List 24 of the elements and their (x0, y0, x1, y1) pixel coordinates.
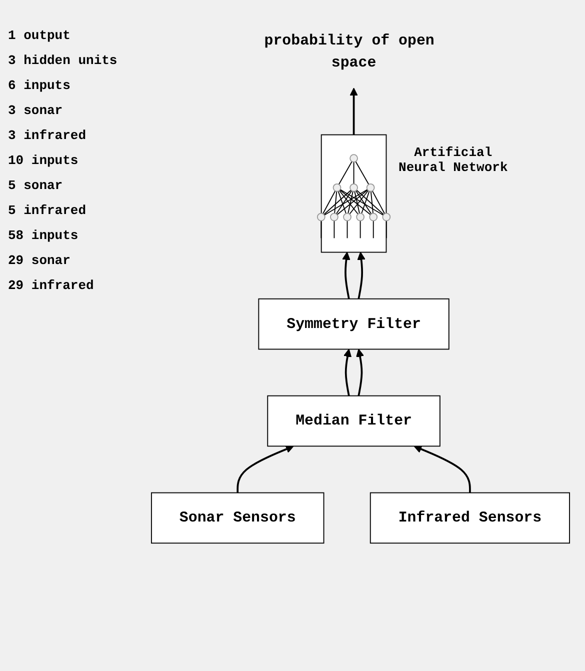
node-box: Infrared Sensors (370, 492, 570, 544)
level-label: 3 hidden units (8, 53, 118, 68)
node-box: Median Filter (267, 395, 440, 447)
level-label: 10 inputs (8, 153, 80, 168)
level-label: 58 inputs (8, 228, 80, 243)
node-text: probability of open space (264, 32, 434, 72)
arrow (350, 88, 358, 135)
level-label: 6 inputs (8, 78, 72, 93)
node-box: Sonar Sensors (151, 492, 324, 544)
level-label: 29 infrared (8, 278, 95, 293)
node-caption: Artificial Neural Network (398, 144, 508, 175)
level-label: 1 output (8, 28, 72, 43)
arrow (356, 348, 364, 396)
arrow (357, 252, 366, 300)
level-label: 3 infrared (8, 128, 88, 143)
level-label: 3 sonar (8, 103, 64, 118)
level-label: 29 sonar (8, 253, 72, 268)
arrow (344, 348, 352, 396)
arrow (414, 445, 471, 493)
arrow (236, 445, 294, 493)
level-label: 5 infrared (8, 203, 88, 218)
node-box: Symmetry Filter (258, 298, 450, 350)
arrow (342, 252, 350, 300)
level-label: 5 sonar (8, 178, 64, 193)
